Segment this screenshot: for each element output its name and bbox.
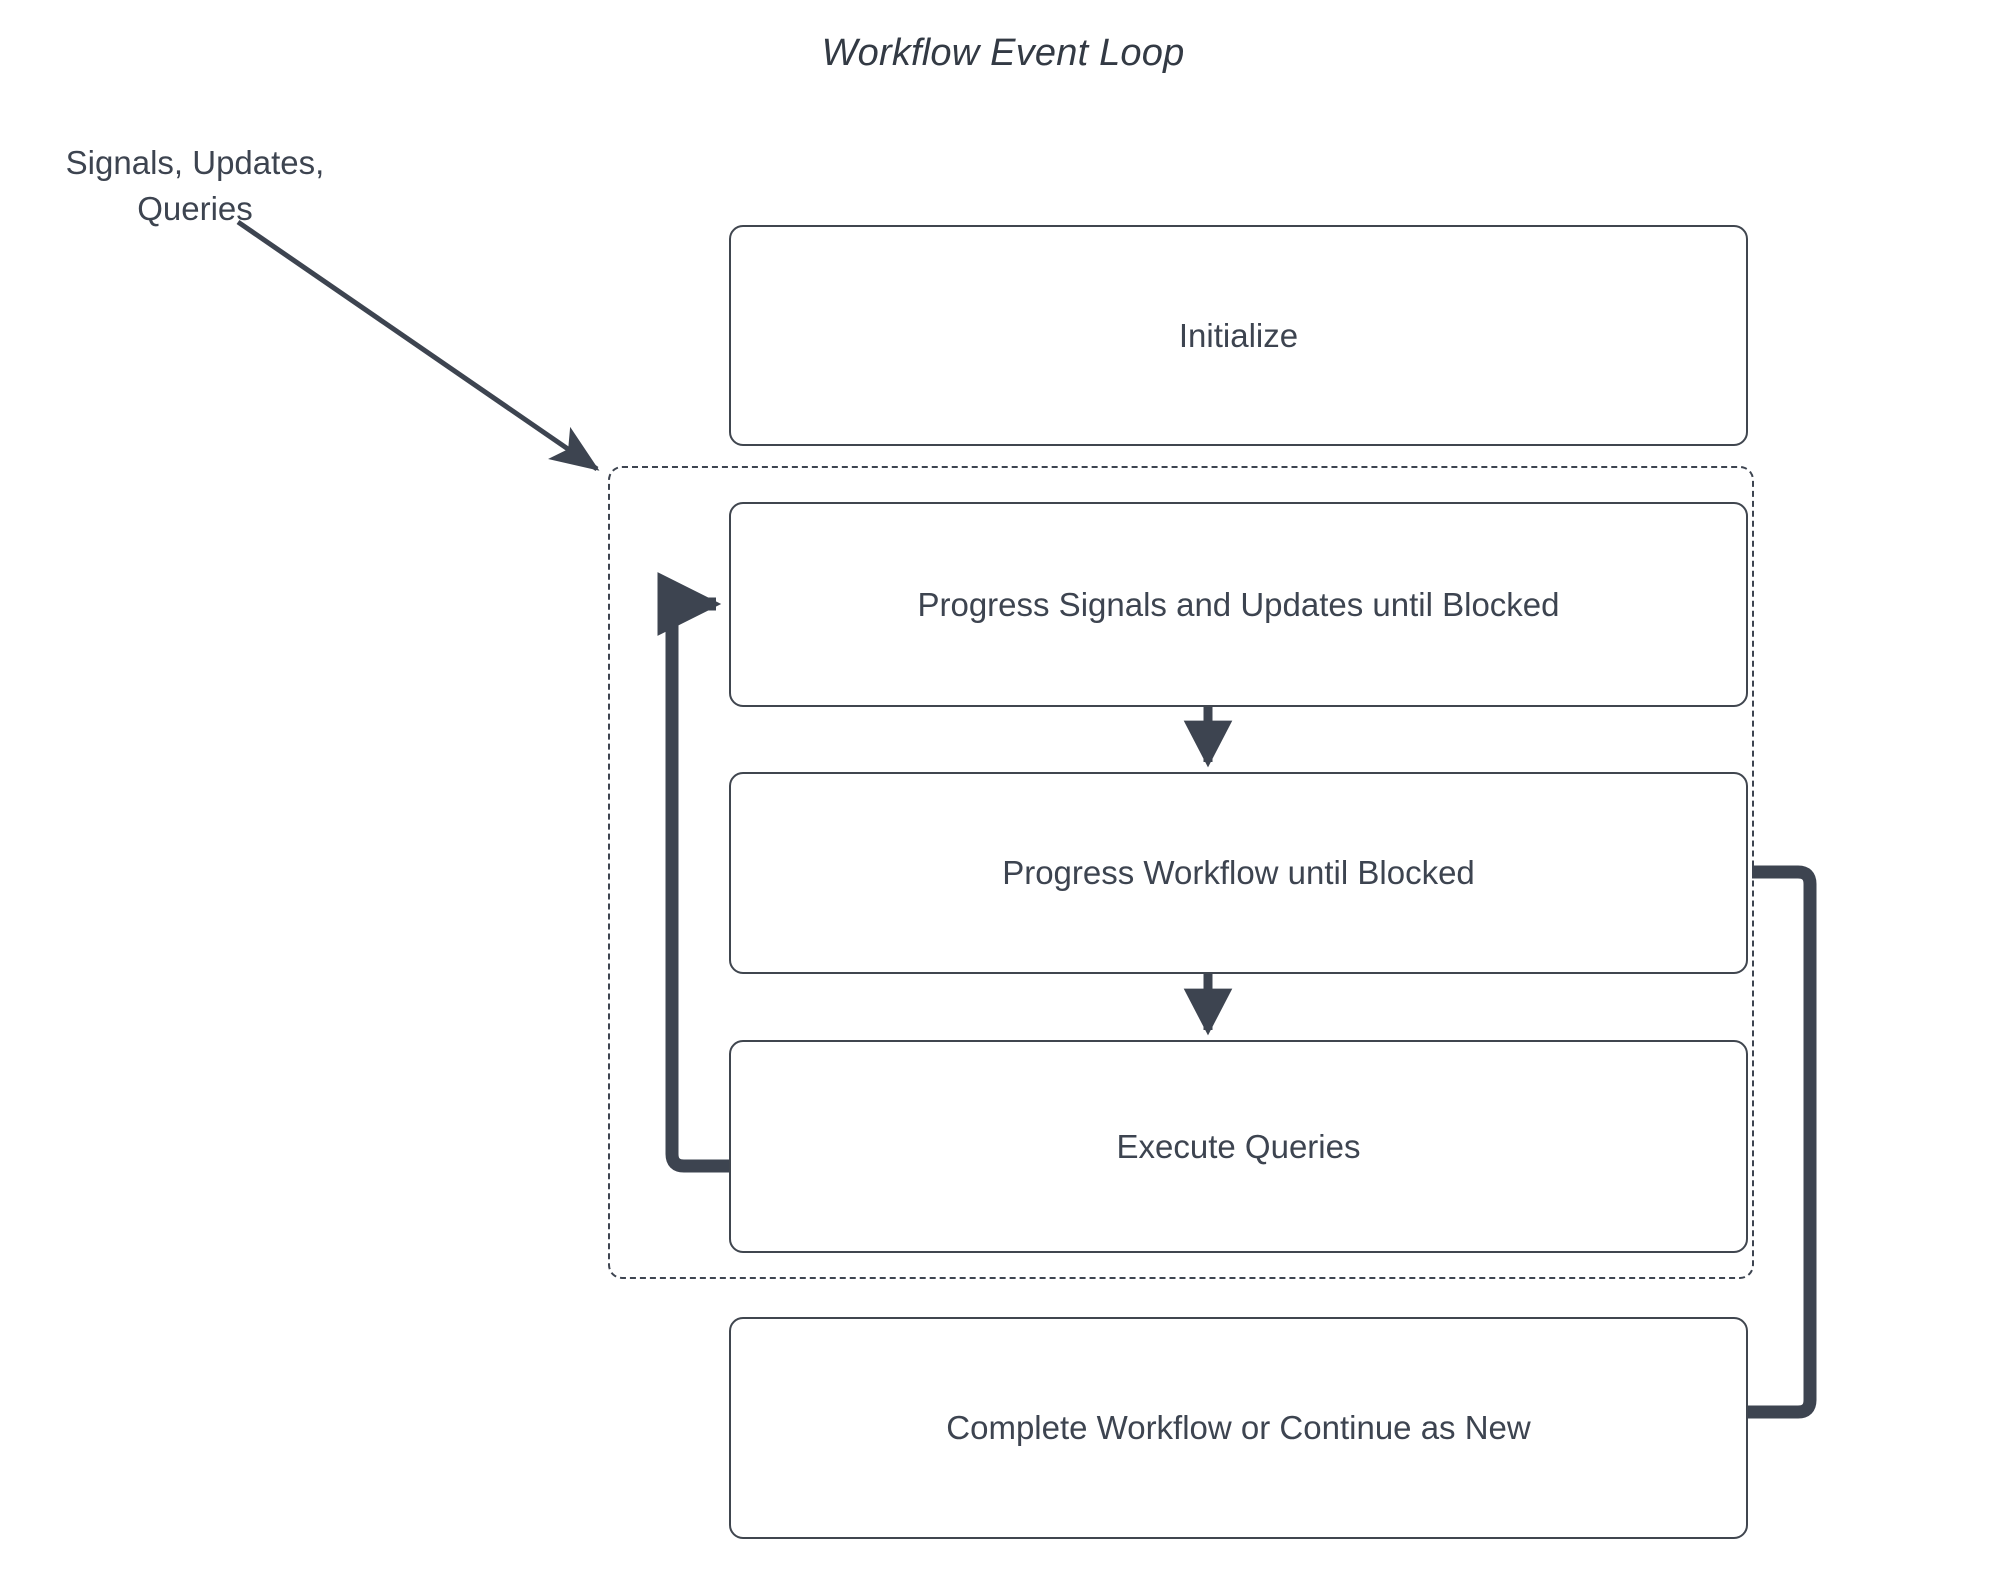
event-loop-region xyxy=(608,466,1754,1279)
node-complete-workflow-or-continue-as-new[interactable]: Complete Workflow or Continue as New xyxy=(729,1317,1748,1539)
external-input-label-line2: Queries xyxy=(137,190,253,227)
page-title: Workflow Event Loop xyxy=(821,32,1185,74)
node-execute-queries-label: Execute Queries xyxy=(1116,1127,1361,1165)
node-progress-signals-and-updates-label: Progress Signals and Updates until Block… xyxy=(917,585,1560,623)
node-execute-queries[interactable]: Execute Queries xyxy=(729,1040,1748,1253)
node-progress-signals-and-updates[interactable]: Progress Signals and Updates until Block… xyxy=(729,502,1748,707)
node-progress-workflow[interactable]: Progress Workflow until Blocked xyxy=(729,772,1748,974)
external-input-label-line1: Signals, Updates, xyxy=(65,144,325,181)
external-input-label: Signals, Updates, Queries xyxy=(10,140,380,232)
node-initialize[interactable]: Initialize xyxy=(729,225,1748,446)
edge-external-to-loop xyxy=(236,219,600,472)
node-progress-workflow-label: Progress Workflow until Blocked xyxy=(1002,854,1475,892)
node-initialize-label: Initialize xyxy=(1178,316,1299,354)
node-complete-workflow-or-continue-as-new-label: Complete Workflow or Continue as New xyxy=(946,1409,1531,1447)
